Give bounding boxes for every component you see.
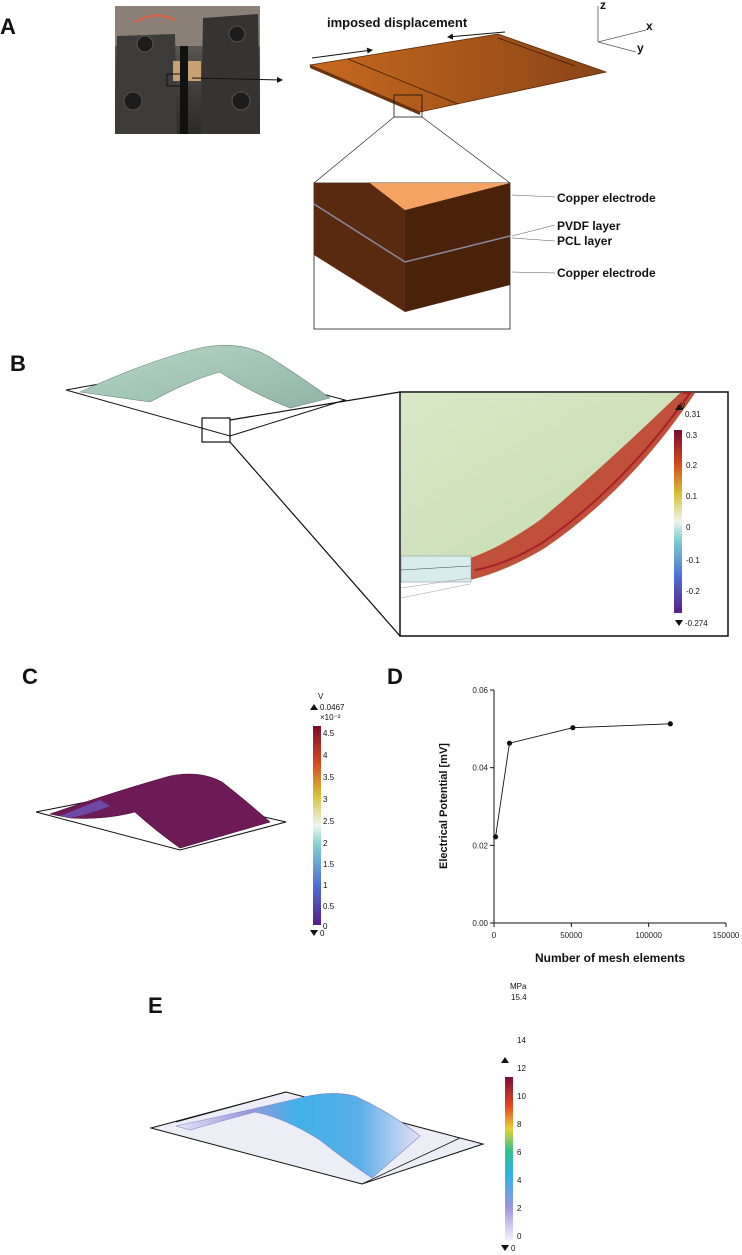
colorbar-b-tick: 0.3 (686, 431, 698, 440)
colorbar-c-tick: 4 (323, 751, 328, 760)
data-point (570, 725, 576, 731)
chart-series-line (495, 723, 671, 837)
colorbar-c-unit: V (318, 692, 324, 701)
y-tick-label: 0.02 (472, 841, 488, 850)
y-tick-label: 0.06 (472, 686, 488, 695)
panel-e-letter: E (148, 993, 163, 1018)
panel-b-diagram (65, 345, 729, 637)
chart-ticks: 0.00 0.02 0.04 0.06 0 50000 100000 150000 (472, 686, 739, 940)
colorbar-c-tick: 3 (323, 795, 328, 804)
x-tick-label: 100000 (635, 931, 662, 940)
colorbar-c (313, 726, 321, 925)
potential-band (470, 393, 695, 580)
displacement-arrow-right (311, 47, 373, 59)
chart-d: 0.00 0.02 0.04 0.06 0 50000 100000 150000 Numbe… (438, 686, 740, 965)
colorbar-c-scale: ×10⁻² (320, 713, 341, 722)
chart-y-label: Electrical Potential [mV] (438, 743, 450, 869)
zoom-box (393, 94, 423, 118)
panel-b-letter: B (10, 351, 26, 376)
colorbar-e-tick: 2 (517, 1204, 522, 1213)
colorbar-b-min: -0.274 (685, 619, 708, 628)
photo-to-model-arrow (191, 76, 283, 83)
zoom-box (201, 417, 231, 443)
stress-surface (175, 1093, 421, 1179)
colorbar-c-min: 0 (320, 929, 325, 938)
deformed-surface (78, 345, 331, 409)
colorbar-b-tick: 0.1 (686, 492, 698, 501)
layer-label-pcl: PCL layer (557, 234, 613, 248)
panel-c-diagram (35, 704, 321, 936)
copper-plate (308, 33, 608, 113)
colorbar-c-tick: 2.5 (323, 817, 335, 826)
colorbar-e-tick: 14 (517, 1036, 526, 1045)
data-point (506, 740, 513, 746)
x-tick-label: 150000 (713, 931, 740, 940)
chart-x-label: Number of mesh elements (535, 951, 685, 965)
layer-label-copper-bottom: Copper electrode (557, 266, 656, 280)
colorbar-c-tick: 1 (323, 881, 328, 890)
panel-d-letter: D (387, 664, 403, 689)
colorbar-b-unit: V (680, 402, 686, 411)
colorbar-e-min: 0 (511, 1244, 516, 1253)
pvdf-pcl-interface (313, 203, 511, 263)
panel-a-diagram (191, 6, 647, 330)
colorbar-c-tick: 0.5 (323, 902, 335, 911)
imposed-displacement-label: imposed displacement (327, 15, 468, 30)
experimental-setup-photo (115, 6, 260, 134)
chart-points (492, 721, 673, 840)
panel-c-letter: C (22, 664, 38, 689)
colorbar-e-tick: 4 (517, 1176, 522, 1185)
x-axis (597, 29, 647, 43)
x-tick-label: 50000 (560, 931, 583, 940)
y-tick-label: 0.00 (472, 919, 488, 928)
displacement-arrow-left (447, 31, 506, 40)
colorbar-b (674, 430, 682, 613)
colorbar-c-max: 0.0467 (320, 703, 345, 712)
y-axis (597, 41, 637, 53)
colorbar-e-tick: 10 (517, 1092, 526, 1101)
colorbar-b-tick: -0.1 (686, 556, 700, 565)
layer-label-copper-top: Copper electrode (557, 191, 656, 205)
axis-label-y: y (637, 41, 644, 55)
colorbar-e-tick: 8 (517, 1120, 522, 1129)
colorbar-e-max: 15.4 (511, 993, 527, 1002)
colorbar-c-tick: 3.5 (323, 773, 335, 782)
panel-e-diagram (149, 1057, 513, 1251)
colorbar-e-tick: 6 (517, 1148, 522, 1157)
colorbar-b-max: 0.31 (685, 410, 701, 419)
deformed-surface-c (48, 773, 271, 849)
data-point (667, 721, 673, 727)
layer-label-pvdf: PVDF layer (557, 219, 621, 233)
electrode-top-face (370, 183, 510, 210)
colorbar-b-tick: 0 (686, 523, 691, 532)
y-tick-label: 0.04 (472, 764, 488, 773)
colorbar-e-tick: 12 (517, 1064, 526, 1073)
colorbar-e (505, 1077, 513, 1240)
axis-label-x: x (646, 19, 653, 33)
colorbar-c-tick: 4.5 (323, 729, 335, 738)
colorbar-e-unit: MPa (510, 982, 527, 991)
colorbar-e-tick: 0 (517, 1232, 522, 1241)
data-point (492, 834, 499, 840)
colorbar-b-tick: 0.2 (686, 461, 698, 470)
colorbar-c-tick: 2 (323, 839, 328, 848)
colorbar-c-tick: 0 (323, 922, 328, 931)
axis-label-z: z (600, 0, 606, 12)
panel-a-letter: A (0, 14, 16, 39)
colorbar-b-tick: -0.2 (686, 587, 700, 596)
colorbar-c-tick: 1.5 (323, 860, 335, 869)
x-tick-label: 0 (492, 931, 497, 940)
